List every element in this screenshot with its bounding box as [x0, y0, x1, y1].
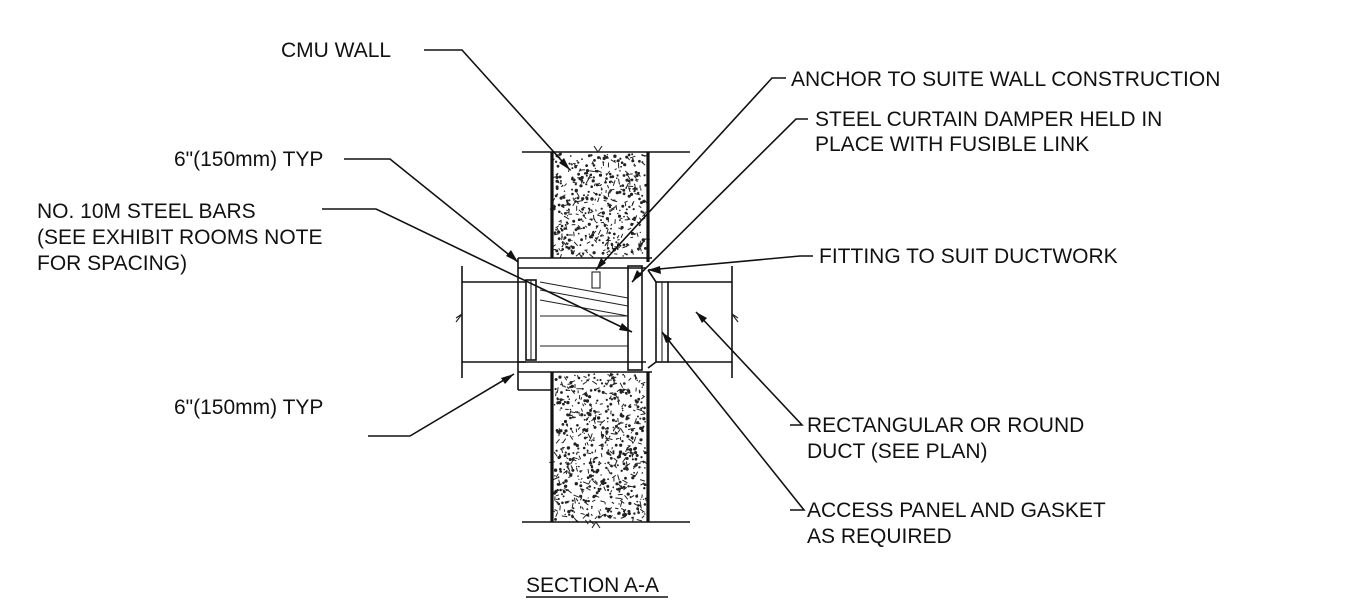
wall-opening	[517, 257, 669, 391]
duct	[455, 266, 739, 378]
damper-blade-2	[539, 289, 629, 307]
leader-fitting-arrow	[648, 266, 661, 274]
section-title: SECTION A-A	[526, 574, 659, 597]
damper-blade-1	[539, 281, 629, 299]
label-access-line-2: AS REQUIRED	[807, 525, 952, 548]
leader-typ-top	[344, 158, 519, 263]
label-access-line-1: ACCESS PANEL AND GASKET	[807, 499, 1106, 522]
wall-break-bottom-tick	[591, 521, 601, 529]
concrete-fill-upper	[549, 152, 650, 259]
fusible-link	[591, 271, 601, 289]
leader-typ-bottom	[368, 373, 515, 437]
duct-break-right-tick	[731, 313, 739, 323]
leader-steel-bars-arrow	[619, 323, 632, 332]
label-bars-line-3: FOR SPACING)	[37, 252, 187, 275]
label-typ-top: 6"(150mm) TYP	[174, 148, 323, 171]
label-duct-line-2: DUCT (SEE PLAN)	[807, 440, 987, 463]
leader-damper-arrow	[632, 270, 642, 282]
label-bars-line-2: (SEE EXHIBIT ROOMS NOTE	[37, 226, 323, 249]
concrete-fill-lower	[549, 373, 649, 525]
labels: CMU WALL ANCHOR TO SUITE WALL CONSTRUCTI…	[37, 39, 1220, 598]
fitting-transition-top	[647, 269, 657, 283]
leader-cmu-wall	[424, 49, 571, 171]
label-cmu-wall: CMU WALL	[281, 39, 391, 62]
leader-access-panel-arrow	[662, 332, 672, 343]
leader-anchor-arrow	[596, 258, 606, 270]
leader-duct-arrow	[696, 312, 707, 323]
leaders	[322, 49, 813, 511]
label-duct-line-1: RECTANGULAR OR ROUND	[807, 414, 1084, 437]
label-damper-line-2: PLACE WITH FUSIBLE LINK	[815, 133, 1089, 156]
leader-fitting	[647, 255, 813, 271]
damper-frame	[627, 265, 643, 371]
leader-duct	[695, 311, 804, 426]
cmu-wall	[522, 145, 690, 529]
leader-typ-top-arrow	[506, 250, 518, 262]
label-bars-line-1: NO. 10M STEEL BARS	[37, 200, 256, 223]
label-anchor: ANCHOR TO SUITE WALL CONSTRUCTION	[791, 68, 1220, 91]
leader-anchor	[595, 77, 786, 271]
label-fitting: FITTING TO SUIT DUCTWORK	[819, 245, 1118, 268]
label-damper-line-1: STEEL CURTAIN DAMPER HELD IN	[815, 108, 1162, 131]
leader-typ-bottom-arrow	[501, 374, 514, 384]
leader-access-panel	[661, 331, 806, 511]
leader-damper	[631, 118, 808, 283]
leader-cmu-wall-arrow	[559, 158, 570, 170]
fitting-transition-bottom	[647, 361, 657, 369]
duct-break-left-tick	[455, 313, 463, 323]
leader-steel-bars	[322, 208, 633, 333]
wall-break-top-tick	[593, 145, 603, 153]
label-typ-bottom: 6"(150mm) TYP	[174, 396, 323, 419]
damper-blade-3	[539, 299, 629, 317]
